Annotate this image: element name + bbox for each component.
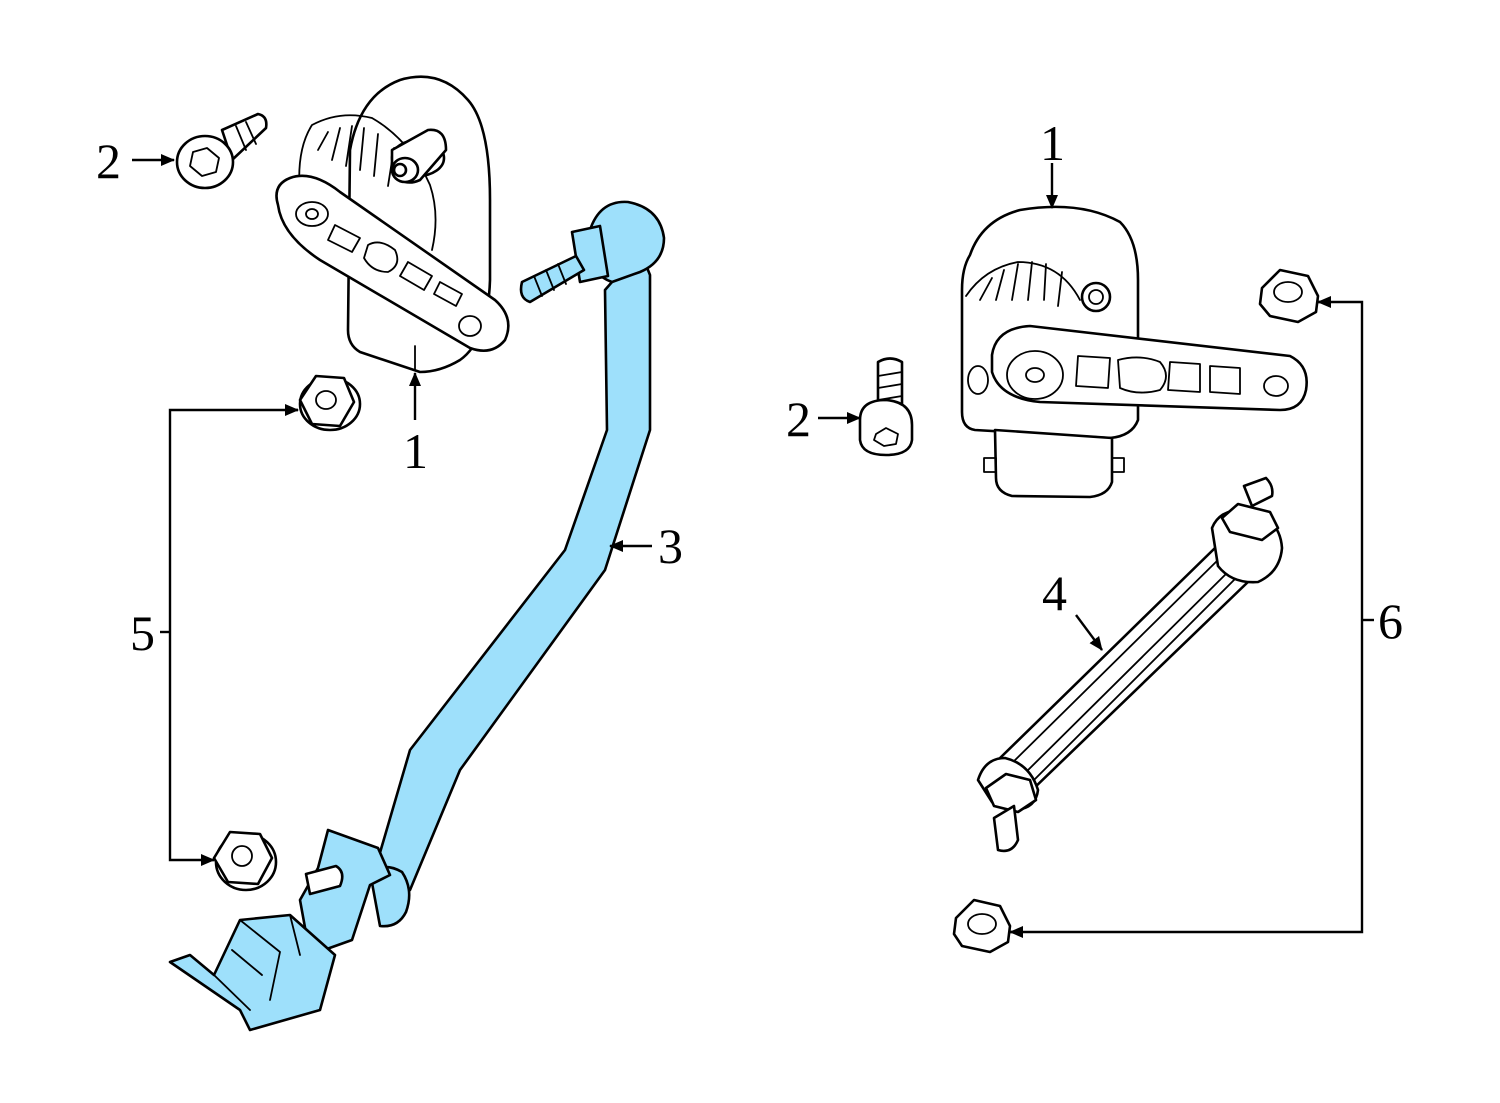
callout-right-link: 4 <box>1042 565 1067 621</box>
right-link <box>976 476 1284 853</box>
right-height-sensor <box>960 205 1308 499</box>
callout-left-sensor: 1 <box>403 423 428 479</box>
right-nut-upper <box>1258 268 1320 324</box>
callout-nut-group-right: 6 <box>1378 593 1403 649</box>
right-nut-lower <box>952 898 1012 954</box>
callout-link-rod: 3 <box>658 518 683 574</box>
callout-left-bolt: 2 <box>96 133 121 189</box>
link-rod <box>168 200 666 1032</box>
callout-right-sensor: 1 <box>1040 115 1065 171</box>
left-height-sensor <box>275 75 510 374</box>
left-bolt <box>175 112 268 190</box>
left-nut-lower <box>212 830 278 892</box>
leader-lines <box>132 154 1374 938</box>
left-nut-upper <box>298 374 362 432</box>
callout-nut-group-left: 5 <box>130 605 155 661</box>
callout-right-bolt: 2 <box>786 391 811 447</box>
right-bolt <box>858 357 914 457</box>
